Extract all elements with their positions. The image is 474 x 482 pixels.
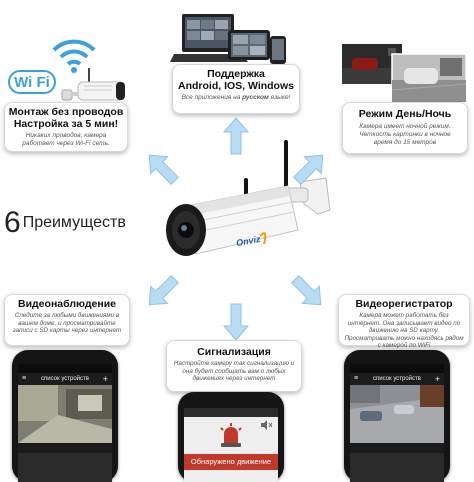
arrow-up-right-icon — [293, 154, 324, 185]
phone-left-toolbar-title: список устройств — [41, 376, 89, 382]
advantages-number: 6 — [4, 206, 21, 239]
arrow-up-icon — [222, 117, 250, 155]
card-daynight-title: Режим День/Ночь — [358, 108, 452, 120]
card-alarm-desc: Настройте камеру так сигнализацию и она … — [173, 360, 295, 383]
card-monitoring-desc: Следите за любыми движениями в вашем дом… — [12, 312, 122, 335]
arrow-down-left-icon — [148, 275, 179, 306]
arrow-down-icon — [222, 303, 250, 341]
phone-left-video[interactable] — [18, 385, 112, 443]
add-device-icon[interactable]: + — [434, 374, 440, 384]
menu-icon[interactable]: ≡ — [354, 375, 359, 382]
wifi-badge: Wi Fi — [8, 70, 56, 94]
phone-left: ≡ список устройств + — [12, 350, 118, 482]
phone-right-controls — [350, 443, 444, 453]
phone-middle-statusbar — [184, 408, 278, 417]
phone-left-statusbar — [18, 364, 112, 373]
motion-alert-banner[interactable]: Обнаружено движение — [184, 454, 278, 470]
card-recorder-desc: Камера может работать без интернет. Она … — [344, 312, 464, 350]
alarm-siren-icon — [220, 423, 242, 447]
card-platforms-desc-pre: Все приложения на — [181, 94, 243, 102]
main-camera-image — [150, 138, 340, 278]
card-platforms-title1: Поддержка — [207, 68, 265, 80]
card-daynight-desc: Камера имеет ночной режим. Четкость карт… — [359, 123, 451, 146]
card-wireless-install: Монтаж без проводов Настройка за 5 мин! … — [4, 102, 128, 152]
card-platforms-desc-post: языке! — [268, 94, 291, 102]
wifi-icon — [52, 39, 96, 73]
card-wireless-desc: Никаких проводов, камера работает через … — [22, 132, 110, 147]
mute-icon[interactable] — [260, 420, 272, 430]
wifi-symbol — [44, 28, 104, 74]
phone-right-video[interactable] — [350, 385, 444, 443]
phone-left-controls — [18, 443, 112, 453]
card-platforms-desc-bold: русском — [242, 94, 269, 102]
card-monitoring-title: Видеонаблюдение — [17, 298, 116, 310]
card-platform-support: Поддержка Android, IOS, Windows Все прил… — [172, 64, 300, 114]
card-platforms-desc: Все приложения на русском языке! — [173, 94, 299, 102]
small-camera-image — [58, 68, 128, 102]
arrow-down-right-icon — [291, 275, 322, 306]
phone-middle: Обнаружено движение — [178, 392, 284, 482]
card-video-monitoring: Видеонаблюдение Следите за любыми движен… — [4, 294, 130, 346]
menu-icon[interactable]: ≡ — [22, 375, 27, 382]
card-alarm: Сигнализация Настройте камеру так сигнал… — [166, 340, 302, 392]
motion-alert-text: Обнаружено движение — [190, 457, 272, 466]
phone-right-toolbar-title: список устройств — [373, 376, 421, 382]
add-device-icon[interactable]: + — [102, 374, 108, 384]
card-platforms-title2: Android, IOS, Windows — [178, 80, 294, 93]
card-day-night: Режим День/Ночь Камера имеет ночной режи… — [342, 102, 468, 154]
card-wireless-title2: Настройка за 5 мин! — [13, 118, 119, 131]
night-mode-image — [340, 40, 468, 104]
phone-middle-screen: Обнаружено движение — [184, 408, 278, 482]
wifi-label: Wi Fi — [14, 74, 50, 91]
card-wireless-title1: Монтаж без проводов — [8, 106, 124, 118]
arrow-up-left-icon — [148, 154, 179, 185]
advantages-title: Преимуществ — [22, 214, 126, 231]
card-video-recorder: Видеорегистратор Камера может работать б… — [338, 294, 470, 349]
card-recorder-title: Видеорегистратор — [355, 298, 453, 310]
phone-left-toolbar: ≡ список устройств + — [18, 373, 112, 385]
phone-right: ≡ список устройств + — [344, 350, 450, 482]
phone-left-screen: ≡ список устройств + — [18, 364, 112, 482]
phone-right-statusbar — [350, 364, 444, 373]
card-alarm-title: Сигнализация — [197, 346, 271, 358]
phone-right-toolbar: ≡ список устройств + — [350, 373, 444, 385]
phone-right-screen: ≡ список устройств + — [350, 364, 444, 482]
devices-image — [170, 12, 288, 68]
